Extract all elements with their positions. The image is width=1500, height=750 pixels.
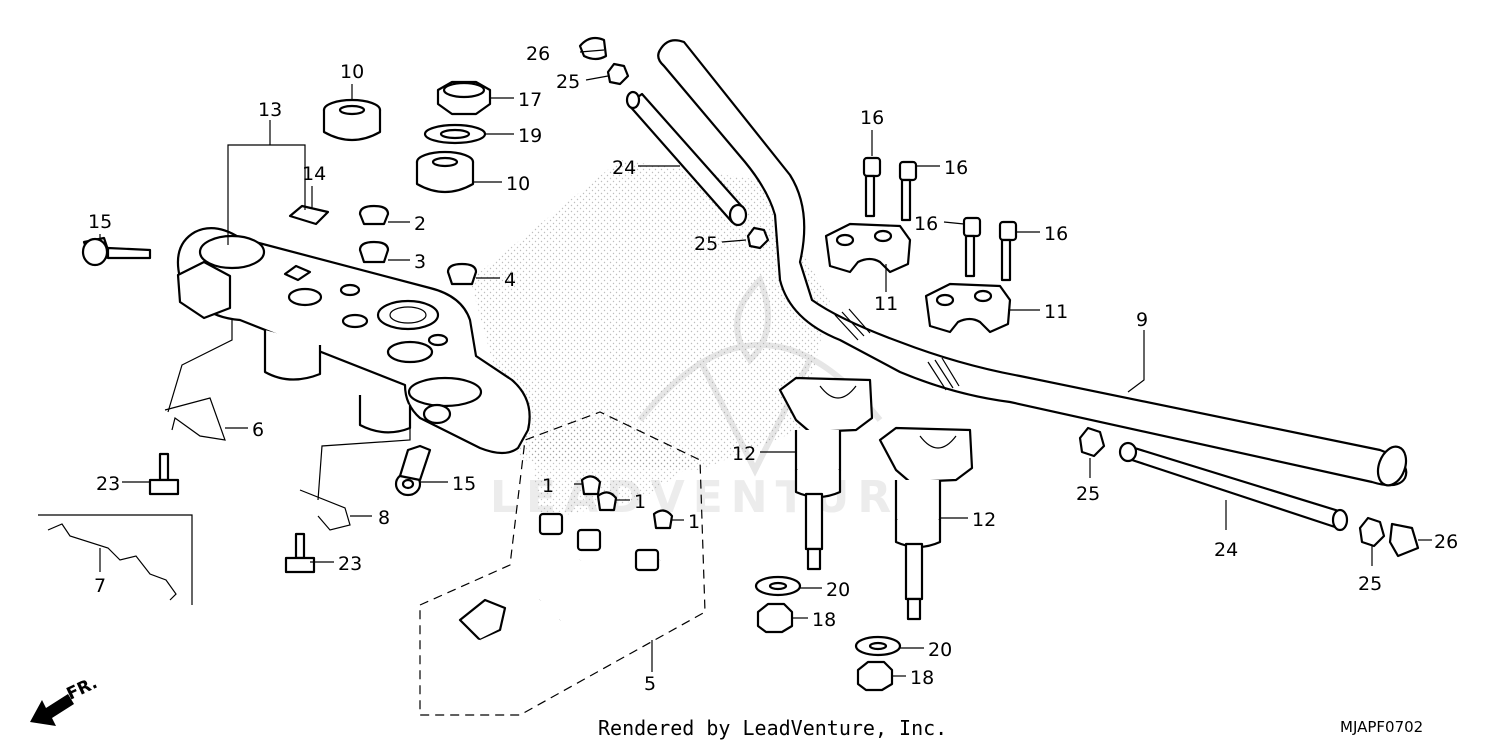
part-6	[164, 397, 226, 441]
part-9	[657, 39, 1408, 487]
callout-4: 4	[504, 269, 516, 291]
part-23-lower	[284, 532, 316, 574]
callout-17: 17	[518, 89, 542, 111]
diagram-code: MJAPF0702	[1340, 718, 1424, 736]
part-25-b	[746, 226, 770, 250]
callout-16-d: 16	[1044, 223, 1068, 245]
callout-1-a: 1	[542, 475, 554, 497]
part-24-right	[1118, 441, 1349, 532]
callout-25-right: 25	[1076, 483, 1100, 505]
part-20-b	[854, 635, 902, 657]
front-label: FR.	[64, 673, 101, 704]
part-20-a	[754, 575, 802, 597]
callout-18-a: 18	[812, 609, 836, 631]
part-15-left	[81, 236, 152, 267]
callout-18-b: 18	[910, 667, 934, 689]
callout-20-b: 20	[928, 639, 952, 661]
part-11-b	[924, 282, 1012, 334]
part-1-bulbs	[580, 475, 674, 530]
part-8	[299, 489, 351, 531]
part-11-a	[824, 222, 912, 274]
callout-14: 14	[302, 163, 326, 185]
callout-13: 13	[258, 99, 282, 121]
callout-8: 8	[378, 507, 390, 529]
callout-24-left: 24	[612, 157, 636, 179]
front-arrow: FR.	[30, 673, 101, 726]
part-25-c	[1078, 426, 1106, 458]
callout-11-b: 11	[1044, 301, 1068, 323]
part-4	[446, 262, 478, 286]
callout-25-far: 25	[1358, 573, 1382, 595]
part-7	[47, 523, 177, 601]
callout-12-b: 12	[972, 509, 996, 531]
callout-6: 6	[252, 419, 264, 441]
part-14	[288, 204, 330, 226]
callout-2: 2	[414, 213, 426, 235]
part-15-right	[394, 444, 432, 497]
part-17	[436, 80, 492, 116]
callout-25-top: 25	[556, 71, 580, 93]
callout-26-right: 26	[1434, 531, 1458, 553]
callout-15-right: 15	[452, 473, 476, 495]
callout-labels: 10 17 19 10 13 14 15 2 3 4 6 23 8 23 15 …	[88, 43, 1458, 695]
shadow-area-harness	[530, 415, 700, 520]
callout-26-top: 26	[526, 43, 550, 65]
callout-11-a: 11	[874, 293, 898, 315]
callout-20-a: 20	[826, 579, 850, 601]
callout-5: 5	[644, 673, 656, 695]
callout-25-mid: 25	[694, 233, 718, 255]
callout-24-right: 24	[1214, 539, 1238, 561]
part-18-a	[756, 602, 794, 634]
part-23-upper	[148, 452, 180, 496]
callout-10-top: 10	[340, 61, 364, 83]
callout-19: 19	[518, 125, 542, 147]
part-25-d	[1358, 516, 1386, 548]
callout-15-left: 15	[88, 211, 112, 233]
part-10-top	[322, 98, 382, 142]
top-bridge	[176, 227, 531, 455]
part-25-a	[606, 62, 630, 86]
callout-16-b: 16	[944, 157, 968, 179]
callout-9: 9	[1136, 309, 1148, 331]
part-16-bolts	[862, 156, 1018, 282]
callout-23-lower: 23	[338, 553, 362, 575]
part-26-b	[1388, 522, 1420, 558]
callout-1-c: 1	[688, 511, 700, 533]
callout-12-a: 12	[732, 443, 756, 465]
credit-text: Rendered by LeadVenture, Inc.	[598, 716, 948, 740]
callout-3: 3	[414, 251, 426, 273]
part-5	[419, 411, 706, 716]
part-12-a	[778, 376, 874, 571]
part-12-b	[878, 426, 974, 621]
part-7-bracket	[38, 514, 193, 605]
callout-7: 7	[94, 575, 106, 597]
part-19	[423, 123, 487, 145]
shadow-area	[470, 160, 830, 470]
part-18-b	[856, 660, 894, 692]
part-24-left	[625, 90, 748, 227]
callout-10-mid: 10	[506, 173, 530, 195]
part-2	[358, 204, 390, 226]
leader-lines	[99, 49, 1432, 677]
callout-23-upper: 23	[96, 473, 120, 495]
part-10-mid	[415, 150, 475, 194]
part-3	[358, 240, 390, 264]
part-26-a	[578, 36, 608, 61]
callout-16-a: 16	[860, 107, 884, 129]
callout-16-c: 16	[914, 213, 938, 235]
callout-1-b: 1	[634, 491, 646, 513]
